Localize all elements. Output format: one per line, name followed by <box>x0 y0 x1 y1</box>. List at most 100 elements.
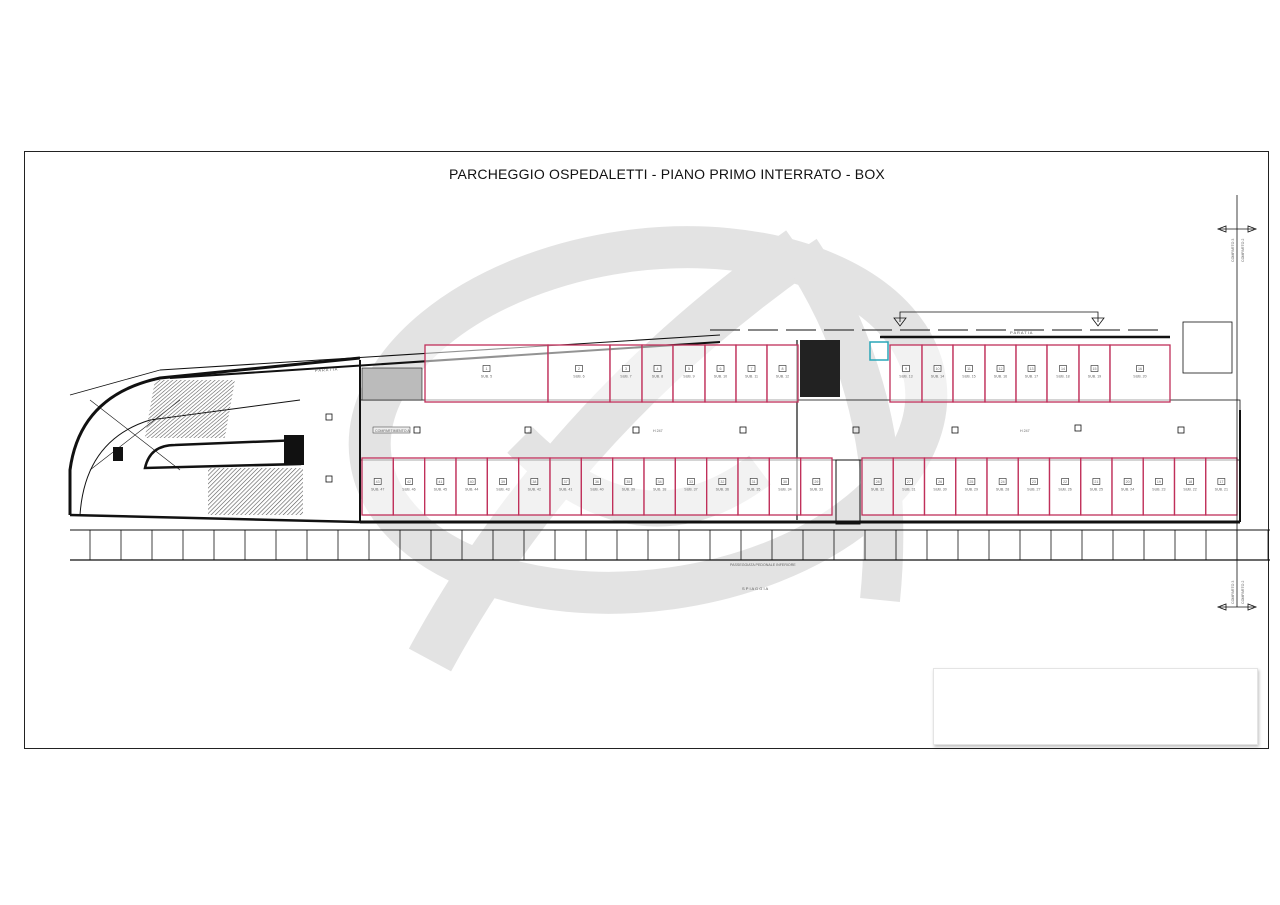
box-number: 25 <box>969 480 973 484</box>
box-sub-label: SUB. 17 <box>1025 375 1038 379</box>
box-number: 17 <box>1219 480 1223 484</box>
box-number-frame <box>622 365 630 372</box>
comparto-2-label-bottom: COMPARTO 2 <box>1241 581 1245 604</box>
box-number: 12 <box>999 367 1003 371</box>
box-number-frame <box>781 478 789 485</box>
box-number-frame <box>405 478 413 485</box>
box-number-frame <box>996 365 1005 372</box>
box-outline <box>580 457 614 516</box>
compartment-label-box <box>372 426 411 434</box>
box-number-frame <box>1217 478 1226 485</box>
box-sub-label: SUB. 39 <box>622 488 635 492</box>
box-outline <box>800 457 833 516</box>
box-outline <box>392 457 426 516</box>
box-sub-label: SUB. 8 <box>652 375 663 379</box>
box-number-frame <box>1155 478 1163 485</box>
box-number: 41 <box>438 480 442 484</box>
box-outline <box>923 457 957 516</box>
box-number: 40 <box>470 480 474 484</box>
box-number: 27 <box>907 480 911 484</box>
drawing-title: PARCHEGGIO OSPEDALETTI - PIANO PRIMO INT… <box>449 166 885 182</box>
box-number: 16 <box>1138 367 1142 371</box>
box-outline <box>921 344 954 403</box>
box-number-frame <box>965 365 973 372</box>
box-outline <box>609 344 643 403</box>
box-sub-label: SUB. 13 <box>899 375 912 379</box>
box-number: 30 <box>783 480 787 484</box>
box-outline <box>735 344 768 403</box>
box-number: 26 <box>938 480 942 484</box>
box-outline <box>518 457 551 516</box>
box-sub-label: SUB. 33 <box>810 488 823 492</box>
box-number-frame <box>747 365 756 372</box>
box-number: 31 <box>752 480 756 484</box>
box-number-frame <box>593 478 601 485</box>
box-number: 9 <box>905 367 907 371</box>
box-outline <box>641 344 674 403</box>
box-number-frame <box>1027 365 1036 372</box>
box-outline <box>424 457 457 516</box>
box-sub-label: SUB. 30 <box>933 488 946 492</box>
box-sub-label: SUB. 18 <box>1056 375 1069 379</box>
comparto-divider <box>1216 195 1258 611</box>
box-number-frame <box>902 365 910 372</box>
box-outline <box>1048 457 1082 516</box>
box-sub-label: SUB. 24 <box>1121 488 1134 492</box>
box-outline <box>1173 457 1207 516</box>
box-number: 39 <box>501 480 505 484</box>
box-outline <box>1142 457 1176 516</box>
box-number: 38 <box>532 480 536 484</box>
box-sub-label: SUB. 25 <box>1090 488 1103 492</box>
box-number: 33 <box>689 480 693 484</box>
box-sub-label: SUB. 31 <box>902 488 915 492</box>
box-sub-label: SUB. 7 <box>620 375 631 379</box>
box-sub-label: SUB. 23 <box>1152 488 1165 492</box>
box-number: 18 <box>1188 480 1192 484</box>
box-sub-label: SUB. 28 <box>996 488 1009 492</box>
box-number: 23 <box>1032 480 1036 484</box>
